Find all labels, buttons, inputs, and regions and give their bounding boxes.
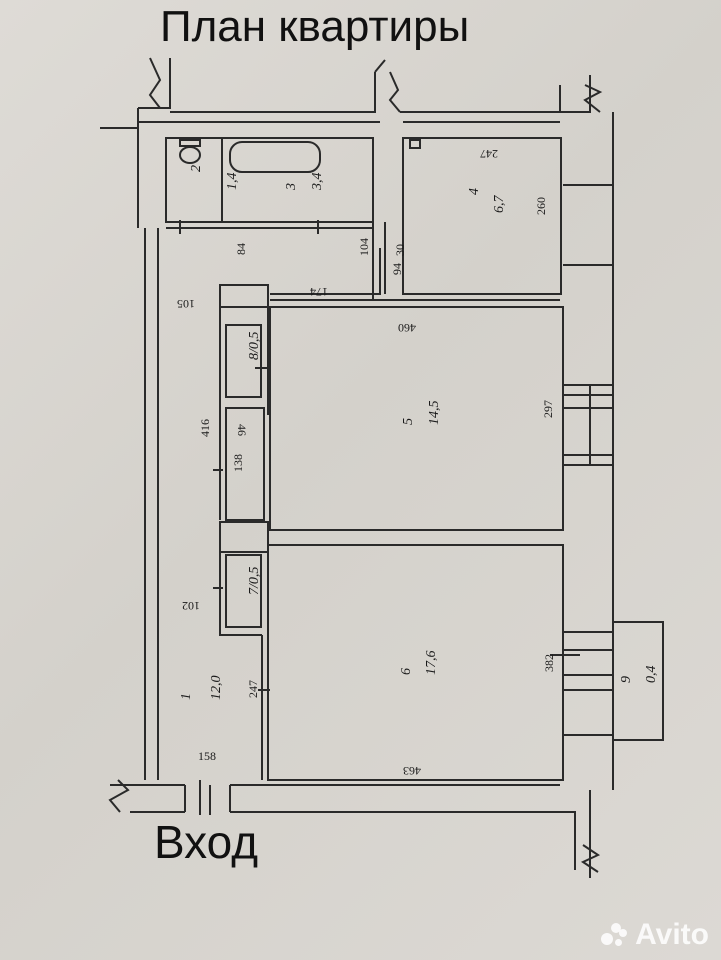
room-4-area: 6,7 bbox=[492, 195, 507, 214]
room-9-label: 9 bbox=[619, 676, 634, 683]
dim-label: 104 bbox=[357, 238, 371, 256]
dim-label: 46 bbox=[235, 424, 249, 436]
room-7-label: 7/0,5 bbox=[247, 567, 262, 595]
dim-label: 247 bbox=[480, 147, 498, 161]
dim-label: 94 bbox=[390, 263, 404, 275]
room-2-area: 1,4 bbox=[225, 173, 240, 191]
room-2-label: 2 bbox=[189, 165, 204, 172]
room-4-label: 4 bbox=[467, 188, 482, 195]
dim-label: 247 bbox=[246, 680, 260, 698]
room-1-area: 12,0 bbox=[209, 676, 224, 701]
avito-logo-icon bbox=[601, 923, 631, 947]
room-3-area: 3,4 bbox=[310, 173, 325, 192]
dim-label: 105 bbox=[177, 297, 195, 311]
room-5-label: 5 bbox=[401, 418, 416, 425]
dim-label: 84 bbox=[234, 243, 248, 255]
dim-label: 138 bbox=[231, 454, 245, 472]
dim-label: 30 bbox=[393, 244, 407, 256]
room-5-area: 14,5 bbox=[427, 401, 442, 426]
dim-label: 460 bbox=[398, 321, 416, 335]
room-6-label: 6 bbox=[399, 668, 414, 675]
dim-label: 102 bbox=[182, 599, 200, 613]
room-8-label: 8/0,5 bbox=[247, 332, 262, 360]
dim-label: 174 bbox=[310, 285, 328, 299]
avito-watermark: Avito bbox=[601, 918, 709, 952]
dim-label: 463 bbox=[403, 764, 421, 778]
dim-label: 416 bbox=[198, 419, 212, 437]
room-1-label: 1 bbox=[179, 693, 194, 700]
dim-label: 260 bbox=[534, 197, 548, 215]
dim-label: 297 bbox=[541, 400, 555, 418]
entry-label: Вход bbox=[154, 816, 259, 868]
room-6-area: 17,6 bbox=[424, 651, 439, 676]
room-9-area: 0,4 bbox=[644, 666, 659, 684]
dim-label: 158 bbox=[198, 749, 216, 763]
page-title: План квартиры bbox=[160, 2, 470, 51]
room-3-label: 3 bbox=[284, 183, 299, 191]
watermark-text: Avito bbox=[635, 918, 709, 951]
dim-label: 382 bbox=[542, 654, 556, 672]
